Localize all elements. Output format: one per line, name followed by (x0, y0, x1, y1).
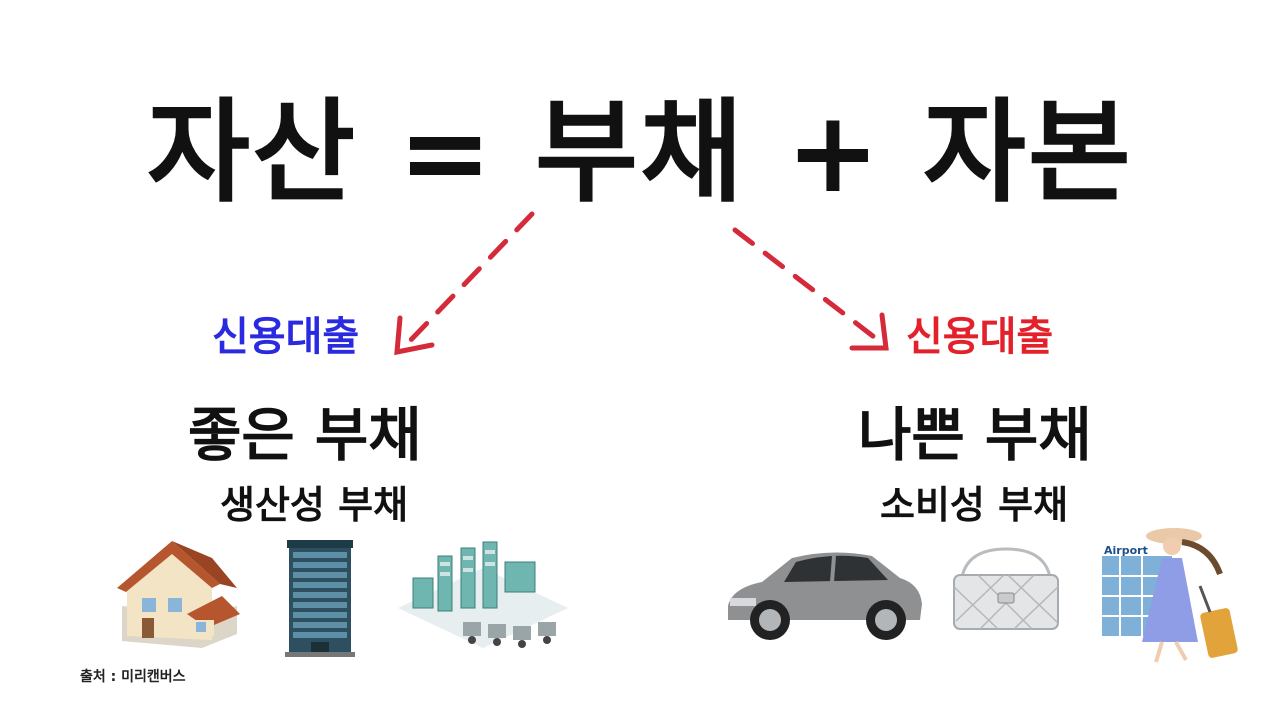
left-arrowhead (394, 315, 435, 356)
bad-debt-subtitle: 소비성 부채 (880, 483, 1069, 527)
left-loan-label: 신용대출 (212, 314, 360, 360)
airport-sign: Airport (1104, 544, 1148, 557)
equation-title: 자산 = 부채 + 자본 (147, 88, 1133, 218)
bad-debt-title: 나쁜 부채 (858, 401, 1092, 469)
source-credit: 출처 : 미리캔버스 (80, 669, 186, 685)
good-debt-title: 좋은 부채 (188, 401, 422, 469)
car-icon (728, 552, 922, 640)
left-dashed-arrow (403, 211, 535, 348)
right-dashed-arrow (732, 227, 881, 343)
right-loan-label: 신용대출 (906, 314, 1054, 360)
good-debt-subtitle: 생산성 부채 (220, 483, 409, 527)
right-arrowhead (849, 312, 889, 351)
factory-icon (398, 541, 568, 648)
handbag-icon (953, 547, 1059, 630)
house-icon (117, 541, 240, 648)
traveler-icon: Airport (1102, 528, 1238, 663)
office-building-icon (285, 540, 355, 657)
